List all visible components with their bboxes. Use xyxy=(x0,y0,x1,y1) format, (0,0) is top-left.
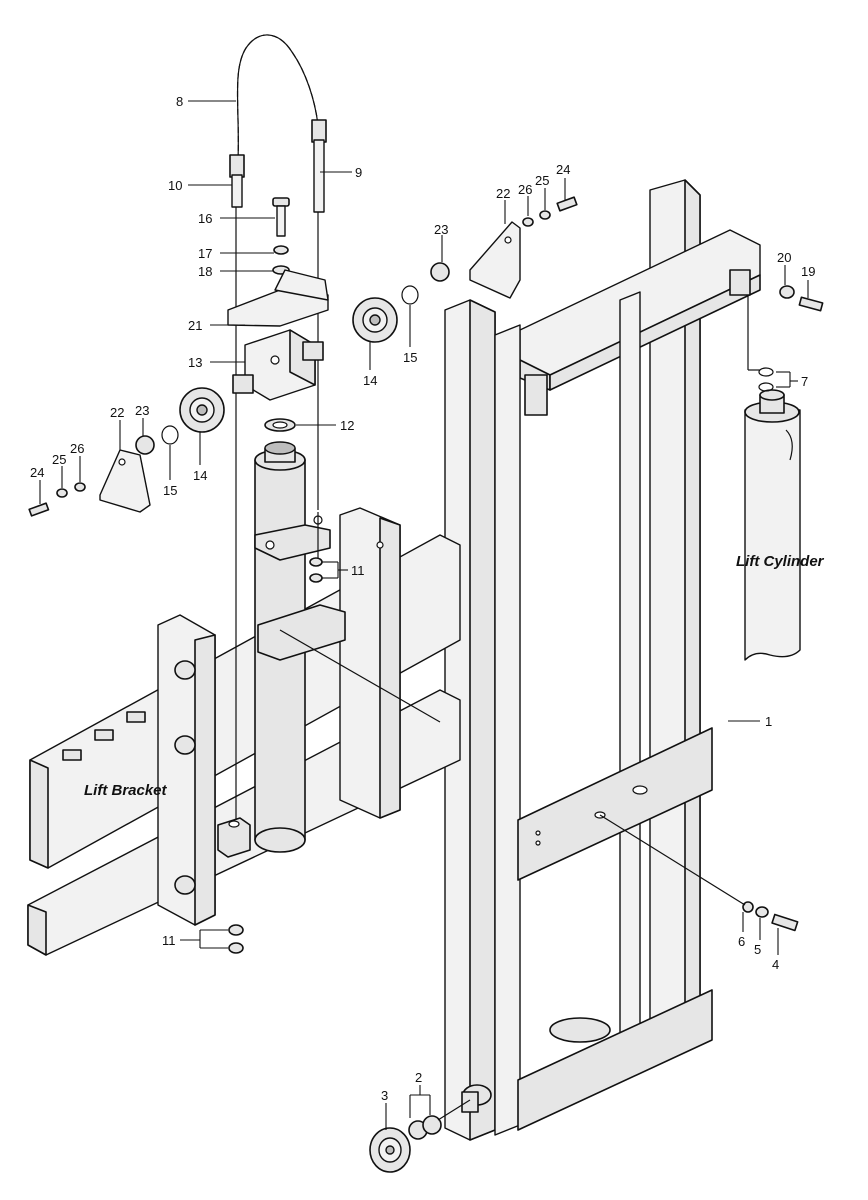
mounting-plate-right xyxy=(469,221,521,299)
callout-24-right: 24 xyxy=(556,162,570,177)
snap-ring-right xyxy=(401,285,419,305)
bottom-roller xyxy=(369,1127,411,1173)
callout-25-left: 25 xyxy=(52,452,66,467)
callout-19: 19 xyxy=(801,264,815,279)
chain-anchor-bolt-right xyxy=(311,119,327,213)
sheave-pulley-right xyxy=(352,297,398,343)
callout-23-right: 23 xyxy=(434,222,448,237)
mast-frame xyxy=(444,179,761,1141)
chain-guard xyxy=(227,269,329,327)
callout-6: 6 xyxy=(738,934,745,949)
callout-22-right: 22 xyxy=(496,186,510,201)
callout-10: 10 xyxy=(168,178,182,193)
callout-26-right: 26 xyxy=(518,182,532,197)
callout-24-left: 24 xyxy=(30,465,44,480)
callout-21: 21 xyxy=(188,318,202,333)
lift-bracket xyxy=(27,441,461,956)
lift-bracket-label: Lift Bracket xyxy=(84,782,168,799)
spacer-left xyxy=(135,435,155,455)
callout-23-left: 23 xyxy=(135,403,149,418)
callout-26-left: 26 xyxy=(70,441,84,456)
chain-anchor-bolt-left xyxy=(229,154,245,208)
callout-18: 18 xyxy=(198,264,212,279)
callout-8: 8 xyxy=(176,94,183,109)
lock-washer xyxy=(273,245,289,255)
callout-9: 9 xyxy=(355,165,362,180)
callout-numbers: 8 9 10 16 17 18 21 13 12 14 14 15 15 23 … xyxy=(30,94,815,1103)
snap-ring-left xyxy=(161,425,179,445)
callout-2: 2 xyxy=(415,1070,422,1085)
callout-12: 12 xyxy=(340,418,354,433)
callout-3: 3 xyxy=(381,1088,388,1103)
sheave-bolt xyxy=(272,197,290,237)
mounting-plate-left xyxy=(99,449,151,513)
callout-11-lower: 11 xyxy=(162,933,176,948)
callout-14-right: 14 xyxy=(363,373,377,388)
callout-16: 16 xyxy=(198,211,212,226)
callout-13: 13 xyxy=(188,355,202,370)
lift-cylinder xyxy=(744,389,801,661)
callout-17: 17 xyxy=(198,246,212,261)
sheave-pulley-left xyxy=(179,387,225,433)
callout-4: 4 xyxy=(772,957,779,972)
callout-11-upper: 11 xyxy=(351,563,365,578)
sheave-bracket xyxy=(244,329,316,401)
callout-5: 5 xyxy=(754,942,761,957)
callout-7: 7 xyxy=(801,374,808,389)
lift-cylinder-label: Lift Cylinder xyxy=(736,553,825,570)
callout-14-left: 14 xyxy=(193,468,207,483)
callout-25-right: 25 xyxy=(535,173,549,188)
callout-20: 20 xyxy=(777,250,791,265)
leader-lines xyxy=(39,100,809,1130)
lift-chain xyxy=(236,34,319,161)
spacer-right xyxy=(430,262,450,282)
callout-1: 1 xyxy=(765,714,772,729)
callout-22-left: 22 xyxy=(110,405,124,420)
callout-15-right: 15 xyxy=(403,350,417,365)
callout-15-left: 15 xyxy=(163,483,177,498)
